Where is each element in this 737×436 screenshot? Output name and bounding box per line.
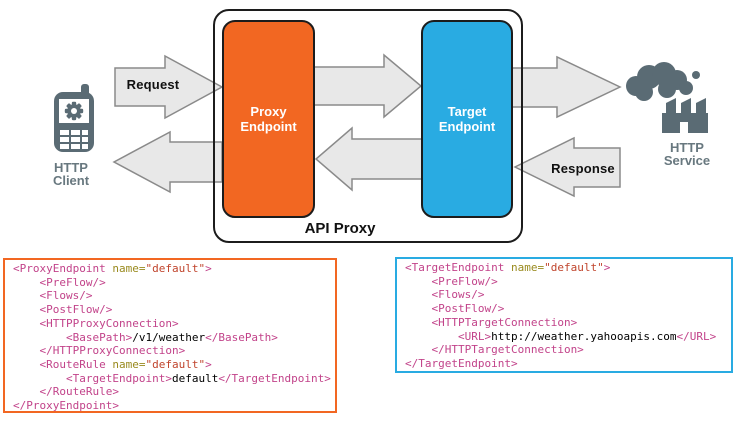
code-line: </TargetEndpoint>: [405, 356, 518, 370]
request-label: Request: [126, 77, 180, 92]
code-line: </HTTPTargetConnection>: [405, 343, 584, 357]
code-line: </HTTPProxyConnection>: [13, 344, 186, 358]
code-line: <PreFlow/>: [13, 275, 106, 289]
code-line: <HTTPTargetConnection>: [405, 315, 578, 329]
request-arrow: [114, 54, 224, 120]
factory-smoke-icon: [626, 62, 708, 133]
mobile-phone-icon: [54, 84, 94, 152]
code-line: </ProxyEndpoint>: [13, 399, 119, 413]
response-arrow: [513, 136, 621, 198]
proxy-endpoint-box: Proxy Endpoint: [222, 20, 315, 218]
code-line: <TargetEndpoint name="default">: [405, 261, 611, 274]
code-line: <ProxyEndpoint name="default">: [13, 262, 212, 275]
target-endpoint-box: Target Endpoint: [421, 20, 513, 218]
http-service-label: HTTP Service: [663, 140, 711, 168]
response-label: Response: [551, 161, 615, 176]
code-line: <HTTPProxyConnection>: [13, 316, 179, 330]
keypad: [60, 130, 88, 149]
target-endpoint-code-block: <TargetEndpoint name="default"> <PreFlow…: [395, 257, 733, 373]
target-endpoint-label: Target Endpoint: [438, 104, 496, 134]
api-proxy-label: API Proxy: [304, 220, 376, 237]
target-to-proxy-return-arrow: [314, 126, 423, 192]
code-line: <URL>http://weather.yahooapis.com</URL>: [405, 329, 717, 343]
code-line: <Flows/>: [13, 289, 93, 303]
gear-icon: [64, 101, 84, 121]
code-line: <PostFlow/>: [13, 303, 113, 317]
code-line: <TargetEndpoint>default</TargetEndpoint>: [13, 371, 331, 385]
http-client-label: HTTP Client: [52, 160, 90, 188]
code-line: <BasePath>/v1/weather</BasePath>: [13, 330, 278, 344]
target-to-service-arrow: [511, 55, 622, 119]
proxy-to-client-return-arrow: [112, 130, 223, 194]
code-line: <Flows/>: [405, 288, 485, 302]
flow-arrows-layer: [112, 53, 622, 198]
code-line: </RouteRule>: [13, 385, 119, 399]
api-proxy-container: [213, 9, 523, 243]
code-line: <PostFlow/>: [405, 302, 505, 316]
proxy-endpoint-label: Proxy Endpoint: [240, 104, 297, 134]
proxy-endpoint-code-block: <ProxyEndpoint name="default"> <PreFlow/…: [3, 258, 337, 413]
code-line: <PreFlow/>: [405, 274, 498, 288]
proxy-to-target-arrow: [312, 53, 423, 119]
code-line: <RouteRule name="default">: [13, 357, 212, 371]
